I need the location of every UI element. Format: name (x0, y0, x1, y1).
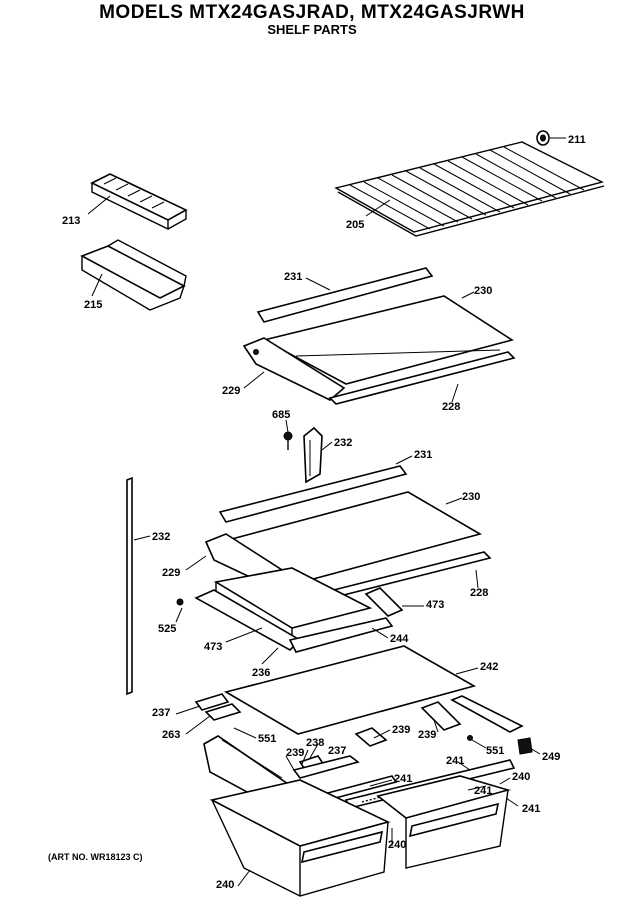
callout-237-left: 237 (152, 707, 170, 719)
callout-240-right: 240 (512, 771, 530, 783)
art-number: (ART NO. WR18123 C) (48, 852, 143, 862)
callout-241-c: 241 (474, 785, 492, 797)
leader-lines (87, 137, 566, 887)
callout-231-upper: 231 (284, 271, 302, 283)
callout-237-center: 237 (328, 745, 346, 757)
callout-232-center: 232 (334, 437, 352, 449)
callout-473-left: 473 (204, 641, 222, 653)
part-231-middle-trim (218, 465, 408, 523)
callout-240-left: 240 (216, 879, 234, 891)
callout-242: 242 (480, 661, 498, 673)
callout-230-middle: 230 (462, 491, 480, 503)
callout-241-b: 241 (446, 755, 464, 767)
callout-228-middle: 228 (470, 587, 488, 599)
callout-685: 685 (272, 409, 290, 421)
callout-213: 213 (62, 215, 80, 227)
part-240-crisper-drawer-right (376, 775, 511, 869)
part-237-support-right (420, 701, 462, 731)
page-title: MODELS MTX24GASJRAD, MTX24GASJRWH (99, 2, 525, 23)
callout-229-upper: 229 (222, 385, 240, 397)
callout-249: 249 (542, 751, 560, 763)
part-232-center-bracket (303, 426, 323, 484)
part-239-bracket-center (354, 727, 388, 747)
callout-473-right: 473 (426, 599, 444, 611)
callout-labels: 211 205 213 215 231 230 229 228 685 232 … (62, 134, 586, 891)
part-241-rail-a (292, 755, 360, 779)
part-230-upper-glass (261, 295, 514, 385)
callout-241-a: 241 (394, 773, 412, 785)
callout-215: 215 (84, 299, 102, 311)
callout-263: 263 (162, 729, 180, 741)
part-215-bin (80, 239, 187, 311)
callout-241-d: 241 (522, 803, 540, 815)
part-244-drawer-front (288, 617, 394, 653)
callout-211: 211 (568, 134, 586, 146)
part-231-upper-trim (256, 267, 434, 323)
part-213-ice-tray (90, 173, 188, 231)
callout-239-left: 239 (286, 747, 304, 759)
part-249-roller (517, 737, 533, 755)
callout-205: 205 (346, 219, 364, 231)
part-473-slide-right (364, 587, 404, 617)
part-525-clip (176, 598, 184, 606)
callout-241-e: 240 (388, 839, 406, 851)
callout-236: 236 (252, 667, 270, 679)
callout-551-right: 551 (486, 745, 504, 757)
part-242-cover-glass (223, 645, 477, 735)
part-228-upper-rail (295, 349, 516, 405)
page-subtitle: SHELF PARTS (267, 22, 357, 37)
callout-230-upper: 230 (474, 285, 492, 297)
part-549-rail-right (450, 695, 524, 733)
part-551-clip (467, 735, 473, 741)
part-263-support (204, 703, 242, 721)
callout-238: 238 (306, 737, 324, 749)
callout-232-rail: 232 (152, 531, 170, 543)
callout-525: 525 (158, 623, 176, 635)
part-229-upper-frame (242, 337, 346, 401)
callout-244: 244 (390, 633, 409, 645)
part-205-wire-shelf (334, 141, 605, 237)
part-240-crisper-drawer-left (209, 779, 391, 897)
callout-231-middle: 231 (414, 449, 432, 461)
part-232-vertical-rail (126, 476, 133, 696)
part-237-support-left (194, 693, 230, 711)
callout-551-left: 551 (258, 733, 276, 745)
callout-239-center: 239 (392, 724, 410, 736)
callout-228-upper: 228 (442, 401, 460, 413)
part-685-screw (283, 431, 293, 450)
part-211-cap (536, 130, 550, 146)
callout-229-middle: 229 (162, 567, 180, 579)
callout-239-right: 239 (418, 729, 436, 741)
